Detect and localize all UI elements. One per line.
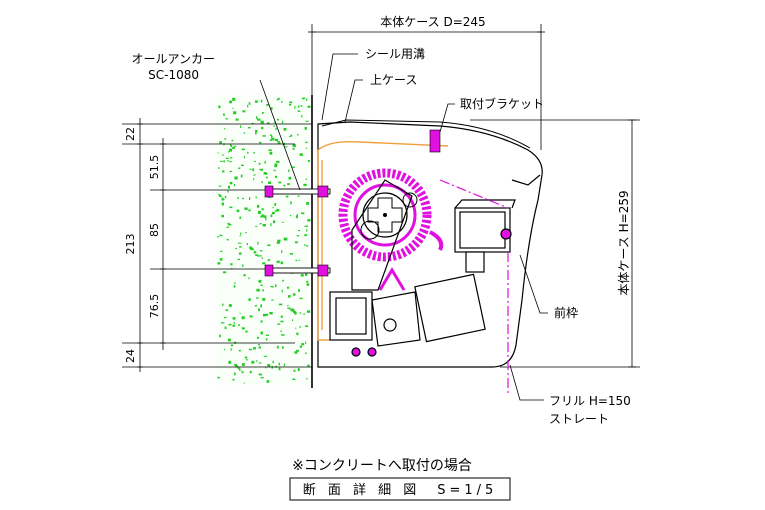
dim-wall-bottom: 24 bbox=[124, 349, 137, 363]
frill-label-line1: フリル H=150 bbox=[549, 394, 631, 408]
dim-wall-top: 22 bbox=[124, 127, 137, 141]
concrete-wall bbox=[215, 95, 313, 388]
anchor-bolts bbox=[264, 129, 441, 277]
housing-case bbox=[317, 119, 543, 368]
caption-box bbox=[289, 477, 511, 501]
dim-wall-total: 213 bbox=[124, 234, 137, 255]
dim-seg2: 85 bbox=[148, 223, 161, 237]
height-dimension bbox=[470, 119, 640, 368]
caption-title: ※コンクリートへ取付の場合 bbox=[292, 458, 472, 474]
frill-line bbox=[439, 179, 509, 395]
upper-case-label: 上ケース bbox=[370, 73, 417, 87]
seal-groove-label: シール用溝 bbox=[365, 47, 425, 61]
roller-mechanism bbox=[338, 168, 444, 291]
frill-label-line2: ストレート bbox=[549, 412, 609, 426]
front-frame-box bbox=[454, 199, 516, 273]
left-dimension-lines bbox=[137, 118, 166, 372]
dim-seg1: 51.5 bbox=[148, 155, 161, 180]
body-height-label: 本体ケース H=259 bbox=[617, 190, 631, 295]
dim-seg3: 76.5 bbox=[148, 294, 161, 319]
left-dimension-texts: 22 51.5 85 76.5 213 24 bbox=[124, 127, 161, 363]
caption-subtitle: 断 面 詳 細 図 S=1/5 bbox=[303, 482, 498, 498]
lower-mechanism bbox=[329, 267, 486, 357]
leader-lines bbox=[259, 53, 548, 401]
front-frame-label: 前枠 bbox=[554, 305, 578, 320]
anchor-label-line2: SC-1080 bbox=[148, 68, 199, 82]
anchor-label-line1: オールアンカー bbox=[131, 52, 215, 66]
body-depth-label: 本体ケース D=245 bbox=[380, 15, 485, 29]
depth-dimension bbox=[308, 24, 545, 150]
bracket-label: 取付ブラケット bbox=[460, 96, 544, 111]
